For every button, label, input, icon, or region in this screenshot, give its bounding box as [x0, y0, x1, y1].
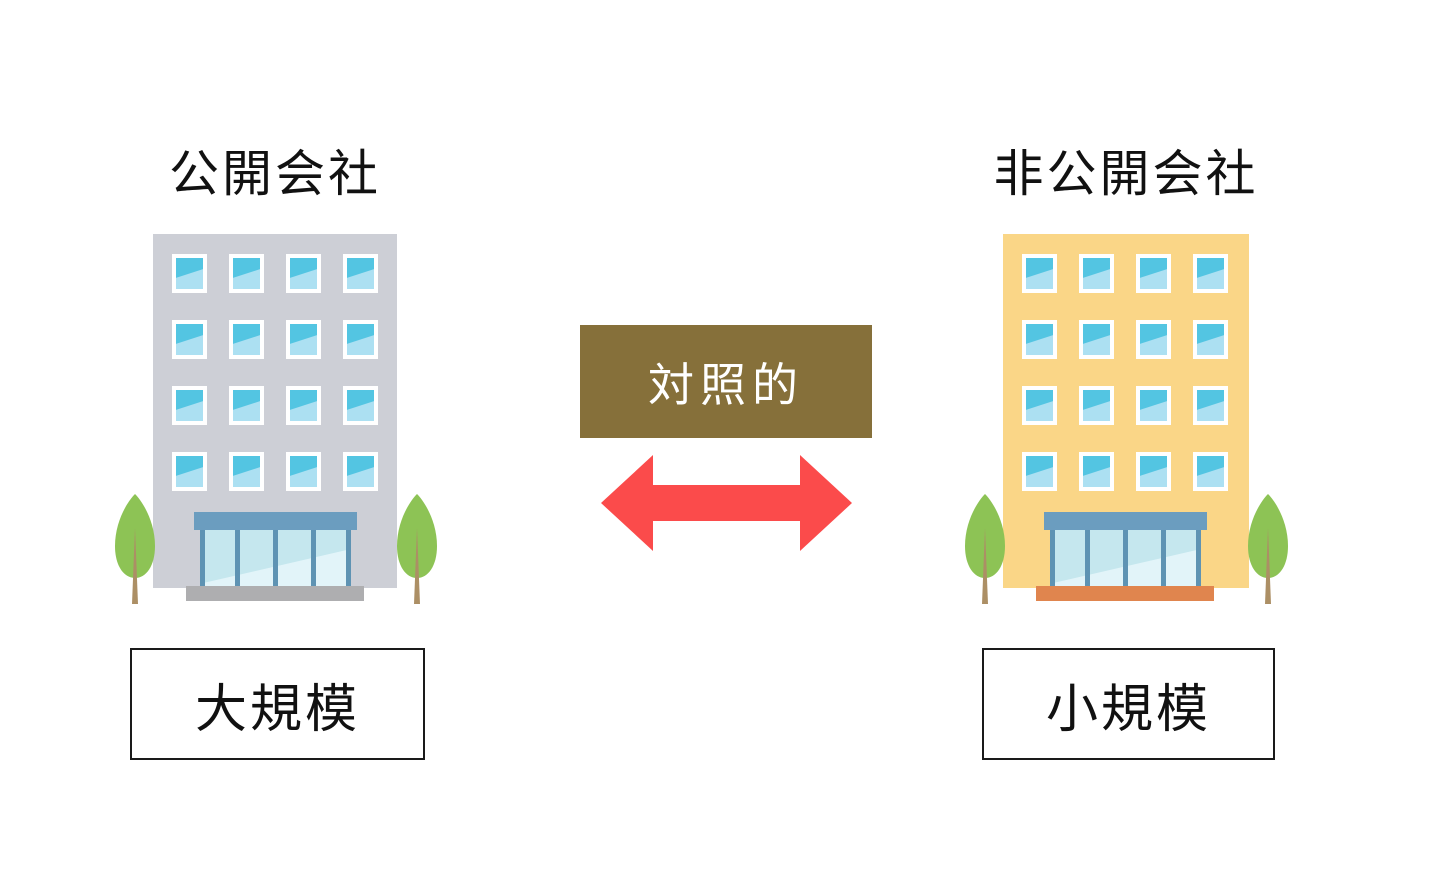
- building-window: [1079, 452, 1114, 491]
- building-window: [172, 452, 207, 491]
- building-window: [1022, 452, 1057, 491]
- building-window: [172, 320, 207, 359]
- building-window: [172, 254, 207, 293]
- building-window: [343, 452, 378, 491]
- scale-label: 大規模: [194, 680, 360, 739]
- building-window: [229, 320, 264, 359]
- door-mullion: [1196, 530, 1201, 586]
- building-window: [343, 320, 378, 359]
- tree-icon: [397, 494, 437, 604]
- building-window: [1022, 320, 1057, 359]
- building-window: [1022, 254, 1057, 293]
- scale-label-box-right: 小規模: [982, 648, 1275, 760]
- door-mullion: [1085, 530, 1091, 586]
- public-company-building: [153, 234, 397, 601]
- building-window: [229, 386, 264, 425]
- building-window: [1079, 320, 1114, 359]
- private-company-title: 非公開会社: [993, 146, 1259, 202]
- building-window: [1136, 320, 1171, 359]
- entrance-glass-doors: [200, 530, 351, 586]
- tree-icon: [115, 494, 155, 604]
- door-mullion: [346, 530, 351, 586]
- building-window: [1136, 452, 1171, 491]
- door-mullion: [200, 530, 205, 586]
- scale-label: 小規模: [1045, 680, 1211, 739]
- building-window: [1136, 386, 1171, 425]
- contrast-label: 対照的: [648, 358, 804, 411]
- building-window: [1136, 254, 1171, 293]
- tree-icon: [965, 494, 1005, 604]
- tree-icon: [1248, 494, 1288, 604]
- entrance-awning: [1044, 512, 1207, 530]
- building-window: [1193, 320, 1228, 359]
- door-mullion: [1160, 530, 1166, 586]
- building-window: [1193, 386, 1228, 425]
- building-base: [1036, 586, 1214, 601]
- building-window: [343, 386, 378, 425]
- building-window: [1193, 452, 1228, 491]
- door-mullion: [1050, 530, 1055, 586]
- building-window: [286, 386, 321, 425]
- building-window: [286, 452, 321, 491]
- building-window: [229, 254, 264, 293]
- building-window: [286, 320, 321, 359]
- door-mullion: [1123, 530, 1128, 586]
- entrance-awning: [194, 512, 357, 530]
- building-window: [1079, 254, 1114, 293]
- building-window: [343, 254, 378, 293]
- entrance-glass-doors: [1050, 530, 1201, 586]
- building-window: [1022, 386, 1057, 425]
- scale-label-box-left: 大規模: [130, 648, 425, 760]
- door-mullion: [310, 530, 316, 586]
- double-arrow-icon: [601, 455, 852, 551]
- building-base: [186, 586, 364, 601]
- building-window: [172, 386, 207, 425]
- building-window: [229, 452, 264, 491]
- building-window: [286, 254, 321, 293]
- private-company-building: [1003, 234, 1249, 601]
- building-windows: [1022, 254, 1228, 491]
- door-mullion: [273, 530, 278, 586]
- contrast-box: 対照的: [580, 325, 872, 438]
- door-mullion: [235, 530, 241, 586]
- building-window: [1079, 386, 1114, 425]
- building-window: [1193, 254, 1228, 293]
- public-company-title: 公開会社: [169, 146, 381, 202]
- building-windows: [172, 254, 378, 491]
